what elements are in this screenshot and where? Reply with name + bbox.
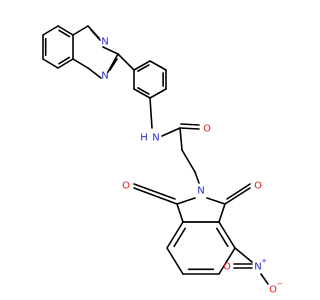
bond-imide [218,203,226,223]
atom-nitro-o-double: O [223,262,231,273]
bond-phenyl-ring [149,88,167,99]
bond-pyrazine-double [109,58,118,71]
bond-imide-co-left-double [133,183,176,200]
bond-ch2-ch2 [181,149,196,173]
atom-nitro-o-charge: − [277,280,283,288]
atom-imide-o-right: O [254,181,262,192]
atom-quinoxaline-n-bottom: N [101,71,108,82]
bond-imide-co-right-double [226,183,251,200]
bond-imide [176,197,196,205]
bond-benzo-double-inner [58,29,71,38]
bond-benzo-ring [57,25,74,36]
atom-nitro-n: N [254,262,261,273]
bond-benzo-ring [57,58,74,69]
atom-nitro-n-charge: + [261,257,267,265]
bond-carbonyl-double [180,123,200,126]
bond-imide [176,203,184,223]
bond-quinoxaline-phenyl [117,53,135,71]
atom-imide-o-left: O [122,181,130,192]
bond-pyrazine [72,58,89,69]
bond-phenyl-double-inner [137,64,150,72]
bond-isoindoline-benzo [218,247,236,275]
bond-pyrazine [102,46,119,55]
atom-label-layer: N N H N O N O O N + O O − [101,37,283,296]
bond-pyrazine-double [90,29,101,41]
bond-isoindoline-double-inner [173,227,186,248]
bond-pyrazine [107,53,119,73]
bond-pyrazine [72,25,89,36]
bond-phenyl-ring [133,60,151,71]
bond-aryl-nitro [234,247,253,263]
bond-benzo-ring [42,58,59,69]
bond-amide-n-c [161,127,181,137]
atom-imide-n: N [197,186,204,197]
bond-ch2 [179,127,183,151]
bond-phenyl-double-inner [137,87,150,95]
atom-quinoxaline-n-top: N [101,37,108,48]
bond-nitro-single [260,273,269,285]
atom-amide-n: N [152,133,159,144]
atom-nitro-o-single: O [269,285,277,296]
atom-amide-h: H [140,133,148,144]
bond-imide-co-left [133,187,178,205]
bond-pyrazine [87,67,102,79]
bond-benzo-ring [42,25,59,36]
bond-isoindoline-benzo [166,247,184,275]
bond-isoindoline-benzo [166,221,184,249]
bond-imide [206,197,226,205]
bond-imide-co-right [224,187,251,205]
bond-isoindoline-benzo [218,221,236,249]
molecule-structure: N N H N O N O O N + O O − [42,25,283,296]
atom-amide-o: O [203,124,211,135]
bond-benzo-double-inner [58,56,71,65]
bond-phenyl-amide-n [149,97,153,129]
bond-carbonyl [179,127,200,130]
bond-isoindoline-double-inner [216,227,229,248]
bond-layer [42,25,269,285]
bond-ch2-imide-n [194,171,200,184]
bond-phenyl-ring [149,60,167,71]
bond-phenyl-ring [133,88,151,99]
